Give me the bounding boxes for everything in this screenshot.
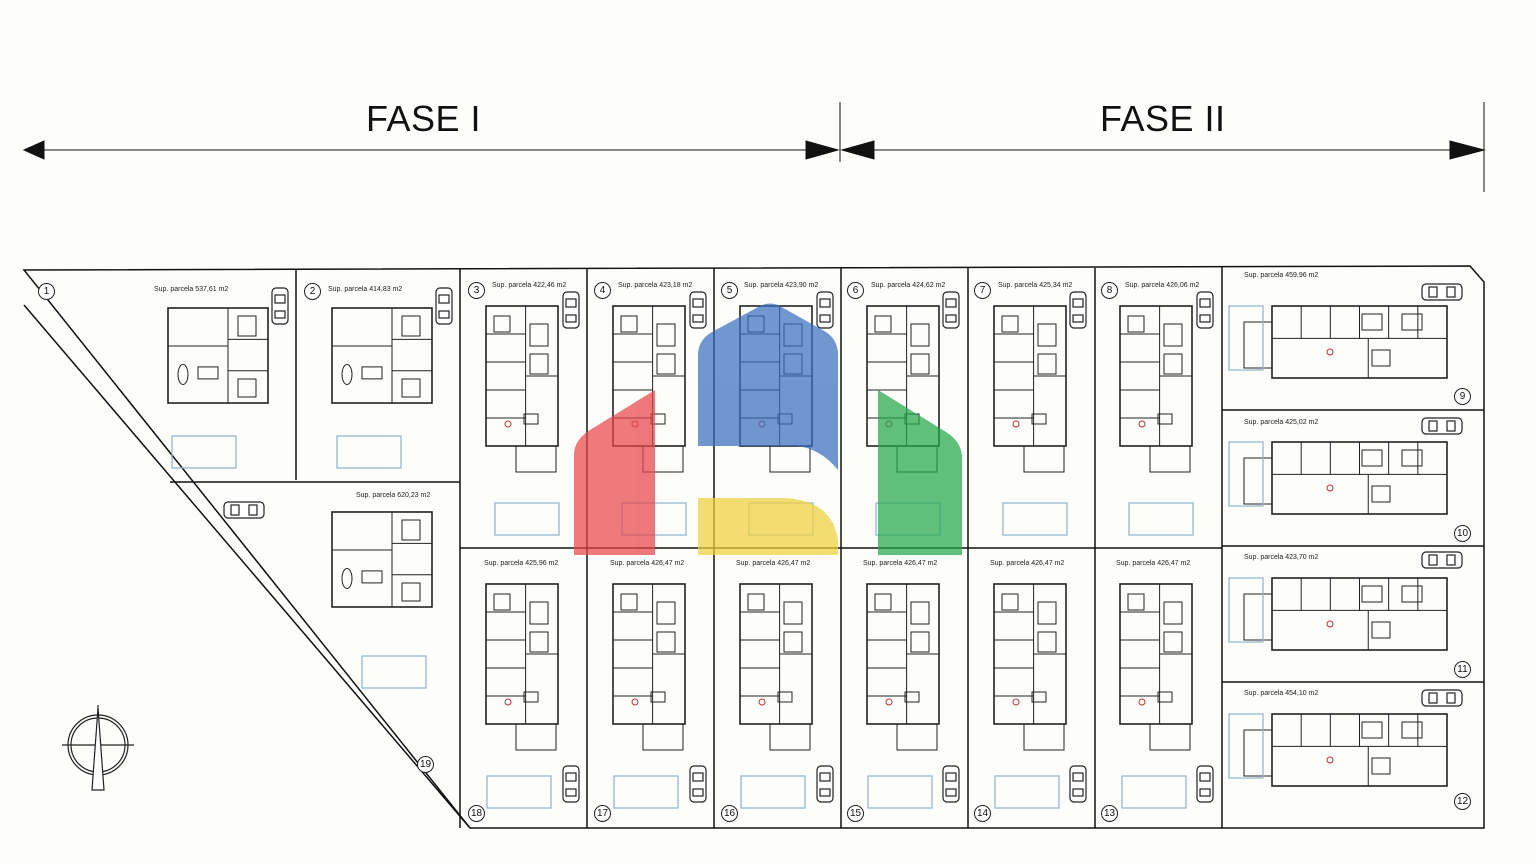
plot-area-label: Sup. parcela 426,06 m2: [1125, 282, 1200, 289]
pool-icon: [361, 655, 427, 689]
house-floorplan-8: [1119, 305, 1193, 473]
house-floorplan-11: [1243, 577, 1448, 651]
plot-area-label: Sup. parcela 426,47 m2: [863, 560, 938, 567]
pool-icon: [1128, 502, 1194, 536]
plot-number-badge: 8: [1101, 282, 1118, 299]
plot-area-label: Sup. parcela 426,47 m2: [736, 560, 811, 567]
house-floorplan-17: [612, 583, 686, 751]
house-floorplan-18: [485, 583, 559, 751]
car-icon: [562, 765, 580, 803]
pool-icon: [171, 435, 237, 469]
house-floorplan-1: [167, 307, 269, 404]
plot-area-label: Sup. parcela 425,02 m2: [1244, 419, 1319, 426]
plot-area-label: Sup. parcela 423,70 m2: [1244, 554, 1319, 561]
house-floorplan-2: [331, 307, 433, 404]
car-icon: [816, 765, 834, 803]
house-floorplan-12: [1243, 713, 1448, 787]
car-icon: [1421, 417, 1463, 435]
house-floorplan-19: [331, 511, 433, 608]
plot-number-badge: 10: [1454, 525, 1471, 542]
pool-icon: [486, 775, 552, 809]
pool-icon: [1228, 713, 1264, 779]
plot-number-badge: 9: [1454, 388, 1471, 405]
car-icon: [1421, 689, 1463, 707]
plot-area-label: Sup. parcela 414,83 m2: [328, 286, 403, 293]
house-floorplan-7: [993, 305, 1067, 473]
plot-number-badge: 4: [594, 282, 611, 299]
site-boundary: [22, 265, 1485, 829]
pool-icon: [336, 435, 402, 469]
plot-area-label: Sup. parcela 459,96 m2: [1244, 272, 1319, 279]
plot-area-label: Sup. parcela 454,10 m2: [1244, 690, 1319, 697]
pool-icon: [740, 775, 806, 809]
house-floorplan-15: [866, 583, 940, 751]
plot-number-badge: 17: [594, 805, 611, 822]
house-floorplan-16: [739, 583, 813, 751]
car-icon: [1196, 291, 1214, 329]
plot-area-label: Sup. parcela 425,96 m2: [484, 560, 559, 567]
plot-number-badge: 15: [847, 805, 864, 822]
house-floorplan-9: [1243, 305, 1448, 379]
plot-number-badge: 16: [721, 805, 738, 822]
plot-number-badge: 11: [1454, 661, 1471, 678]
pool-icon: [1121, 775, 1187, 809]
plot-area-label: Sup. parcela 423,18 m2: [618, 282, 693, 289]
pool-icon: [1228, 577, 1264, 643]
plot-area-label: Sup. parcela 537,61 m2: [154, 286, 229, 293]
plot-area-label: Sup. parcela 426,47 m2: [990, 560, 1065, 567]
car-icon: [1196, 765, 1214, 803]
house-floorplan-14: [993, 583, 1067, 751]
house-floorplan-13: [1119, 583, 1193, 751]
car-icon: [942, 291, 960, 329]
plot-number-badge: 1: [38, 283, 55, 300]
house-floorplan-10: [1243, 441, 1448, 515]
plot-area-label: Sup. parcela 426,47 m2: [1116, 560, 1191, 567]
watermark-logo: [574, 303, 962, 555]
car-icon: [562, 291, 580, 329]
plot-area-label: Sup. parcela 620,23 m2: [356, 492, 431, 499]
plot-area-label: Sup. parcela 423,90 m2: [744, 282, 819, 289]
pool-icon: [1228, 441, 1264, 507]
pool-icon: [994, 775, 1060, 809]
car-icon: [223, 501, 265, 519]
pool-icon: [867, 775, 933, 809]
pool-icon: [494, 502, 560, 536]
phase-1-title: FASE I: [366, 98, 482, 139]
plot-area-label: Sup. parcela 425,34 m2: [998, 282, 1073, 289]
car-icon: [1421, 283, 1463, 301]
plot-area-label: Sup. parcela 426,47 m2: [610, 560, 685, 567]
car-icon: [1421, 551, 1463, 569]
phase-2-dimension-line: [839, 102, 1486, 192]
plot-number-badge: 19: [417, 756, 434, 773]
north-arrow-icon: [62, 705, 134, 791]
pool-icon: [1228, 305, 1264, 371]
car-icon: [689, 291, 707, 329]
car-icon: [689, 765, 707, 803]
pool-icon: [613, 775, 679, 809]
plot-number-badge: 2: [304, 283, 321, 300]
plot-area-label: Sup. parcela 424,62 m2: [871, 282, 946, 289]
plot-number-badge: 3: [468, 282, 485, 299]
phase-1-dimension-line: [22, 140, 840, 160]
plot-number-badge: 5: [721, 282, 738, 299]
car-icon: [1069, 765, 1087, 803]
phase-2-title: FASE II: [1100, 98, 1226, 139]
house-floorplan-3: [485, 305, 559, 473]
pool-icon: [1002, 502, 1068, 536]
car-icon: [942, 765, 960, 803]
car-icon: [816, 291, 834, 329]
car-icon: [435, 287, 453, 325]
car-icon: [271, 287, 289, 325]
plot-number-badge: 13: [1101, 805, 1118, 822]
plot-number-badge: 14: [974, 805, 991, 822]
plot-number-badge: 18: [468, 805, 485, 822]
plot-number-badge: 12: [1454, 793, 1471, 810]
plot-area-label: Sup. parcela 422,46 m2: [492, 282, 567, 289]
plot-number-badge: 6: [847, 282, 864, 299]
car-icon: [1069, 291, 1087, 329]
plot-number-badge: 7: [974, 282, 991, 299]
